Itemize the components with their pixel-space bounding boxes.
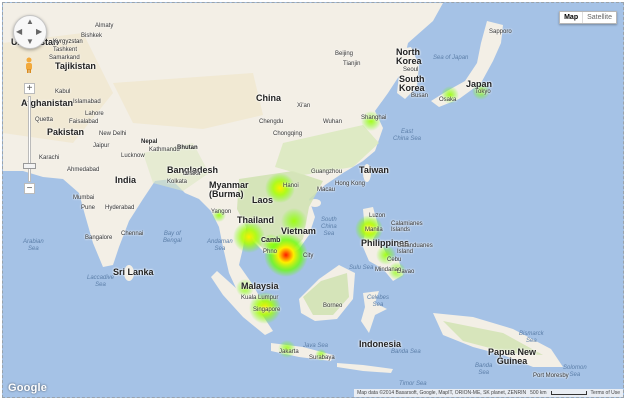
pan-left-icon[interactable]: ◀: [16, 27, 23, 36]
heat-point: [361, 111, 381, 131]
map-canvas[interactable]: [3, 3, 624, 398]
google-logo[interactable]: Google: [8, 382, 48, 394]
landmass-korea: [389, 47, 419, 99]
map-frame[interactable]: Uzbekistan Kyrgyzstan Tajikistan Afghani…: [2, 2, 624, 398]
zoom-slider-handle[interactable]: [23, 163, 36, 169]
zoom-slider-track[interactable]: [28, 96, 31, 182]
heat-point: [281, 208, 307, 234]
scale-label: 500 km: [530, 390, 547, 396]
heat-point: [315, 349, 327, 361]
heat-point: [376, 245, 396, 265]
terms-link[interactable]: Terms of Use: [590, 390, 620, 396]
map-type-satellite-button[interactable]: Satellite: [582, 12, 616, 23]
pan-right-icon[interactable]: ▶: [36, 27, 43, 36]
map-attribution: Map data ©2014 Basarsoft, Google, MapIT,…: [354, 389, 623, 397]
heat-point: [265, 173, 295, 203]
heat-point: [472, 82, 490, 100]
vegetation-india-east: [143, 143, 209, 191]
heat-point: [262, 234, 280, 252]
heat-point: [233, 221, 265, 253]
landmass-sulawesi: [361, 291, 387, 333]
vegetation-south-china: [275, 125, 379, 175]
vegetation-borneo: [303, 273, 349, 315]
pan-up-icon[interactable]: ▲: [26, 17, 34, 26]
pan-down-icon[interactable]: ▼: [26, 37, 34, 46]
heat-point: [278, 340, 296, 358]
pan-control[interactable]: ▲ ◀ ▶ ▼: [13, 15, 47, 49]
map-type-control[interactable]: Map Satellite: [559, 11, 617, 24]
heatmap-layer: [212, 82, 490, 361]
heat-point: [441, 86, 459, 104]
landmass-srilanka: [124, 265, 134, 281]
scale-bar: [550, 391, 587, 395]
heat-point: [249, 292, 281, 324]
zoom-in-button[interactable]: +: [24, 83, 35, 94]
heat-point: [236, 279, 254, 297]
landmass-lesser-sunda: [337, 363, 393, 373]
vegetation-newguinea: [443, 321, 543, 355]
heat-point: [355, 215, 383, 243]
landmass-japan: [431, 21, 503, 107]
heat-point: [212, 208, 226, 222]
attribution-text: Map data ©2014 Basarsoft, Google, MapIT,…: [357, 390, 527, 396]
zoom-out-button[interactable]: −: [24, 183, 35, 194]
heat-point: [388, 262, 406, 280]
map-type-map-button[interactable]: Map: [564, 14, 579, 21]
landmass-taiwan: [363, 164, 371, 182]
street-view-pegman-icon[interactable]: [24, 57, 34, 73]
landmass-asia: [3, 3, 443, 313]
desert-tibet: [113, 73, 263, 129]
